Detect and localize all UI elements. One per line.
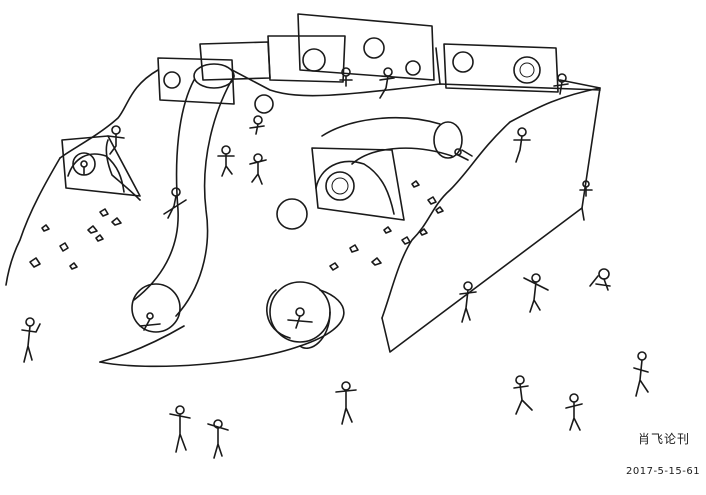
arch-hole [72, 152, 96, 176]
person-figure [379, 67, 395, 99]
person-figure [513, 127, 531, 163]
person-figure [565, 393, 583, 431]
wave-tube [276, 116, 463, 230]
person-figure [139, 312, 161, 331]
person-figure [513, 375, 533, 415]
back-wall [157, 13, 559, 114]
person-figure [249, 115, 265, 135]
person-figure [589, 268, 611, 291]
person-figure [80, 160, 88, 175]
person-figure [633, 351, 649, 397]
platform [5, 69, 601, 353]
arch-hole [325, 171, 355, 201]
person-figure [523, 273, 549, 313]
wall-hole [163, 71, 181, 89]
person-figure [21, 317, 41, 363]
people [21, 67, 649, 459]
tube-end [131, 283, 181, 333]
wall-hole [452, 51, 474, 73]
wall-hole [302, 48, 326, 72]
person-figure [169, 405, 191, 453]
person-figure [107, 125, 125, 155]
wall-hole [363, 37, 385, 59]
person-figure [217, 145, 235, 177]
climbing-holds [29, 180, 444, 271]
wall-hole [513, 56, 541, 84]
person-figure [287, 307, 313, 329]
wall-hole [405, 60, 421, 76]
person-figure [335, 381, 357, 425]
person-figure [339, 67, 353, 87]
tube-slide [99, 63, 345, 368]
person-figure [207, 419, 229, 459]
person-figure [579, 180, 593, 197]
person-figure [454, 148, 473, 161]
person-figure [459, 281, 477, 323]
wall-hole [254, 94, 274, 114]
left-arch-wall [61, 135, 141, 197]
artist-signature: 肖飞论刊 [638, 432, 691, 446]
date-stamp: 2017-5-15-61 [626, 466, 701, 477]
person-figure [249, 153, 267, 185]
spiral-slide [266, 281, 331, 349]
person-figure [163, 187, 187, 219]
ball [276, 198, 308, 230]
person-figure [553, 73, 569, 95]
